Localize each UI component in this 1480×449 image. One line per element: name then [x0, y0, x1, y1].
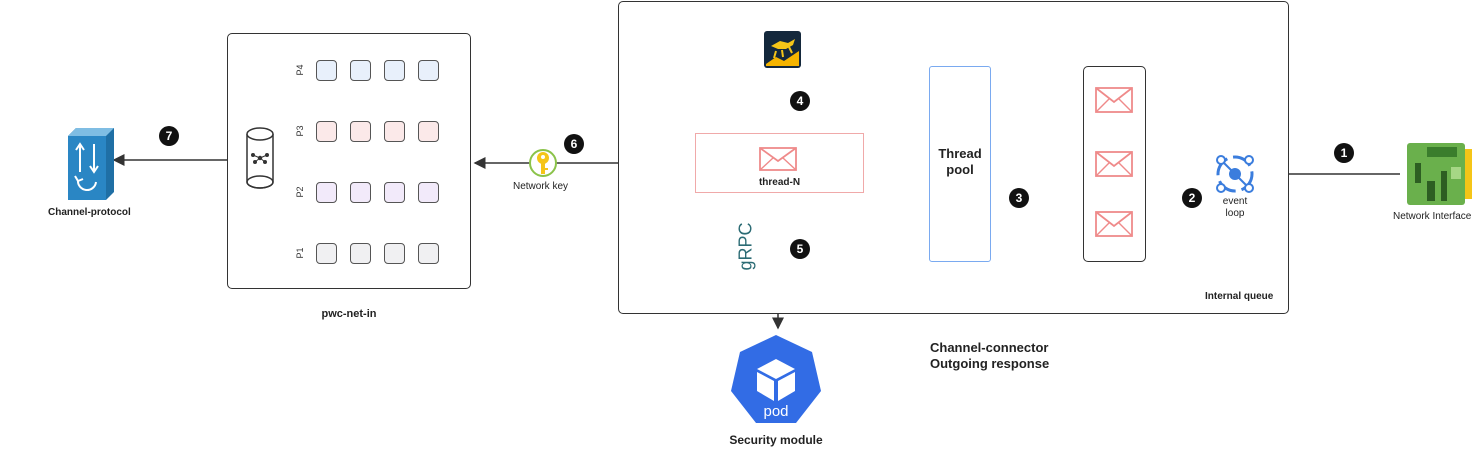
partition-cell	[418, 60, 439, 81]
step-badge: 2	[1182, 188, 1202, 208]
channel-connector-subtitle: Outgoing response	[930, 356, 1050, 371]
step-badge: 5	[790, 239, 810, 259]
partition-cell	[418, 243, 439, 264]
partition-cell	[316, 121, 337, 142]
key-icon	[529, 149, 557, 177]
step-badge: 6	[564, 134, 584, 154]
envelope-icon	[759, 147, 797, 171]
partition-cell	[350, 60, 371, 81]
grpc-label: gRPC	[735, 222, 756, 271]
partition-cell	[316, 243, 337, 264]
envelope-icon	[1095, 211, 1133, 237]
internal-queue-label: Internal queue	[1205, 291, 1274, 302]
partition-cell	[316, 182, 337, 203]
thread-n-label: thread-N	[758, 177, 801, 188]
envelope-icon	[1095, 151, 1133, 177]
network-key-label: Network key	[513, 181, 569, 192]
kubernetes-pod-icon	[731, 335, 821, 423]
thread-pool-box	[929, 66, 991, 262]
envelope-icon	[1095, 87, 1133, 113]
security-module-label: Security module	[729, 433, 823, 447]
partition-cell	[350, 182, 371, 203]
step-badge: 4	[790, 91, 810, 111]
step-badge: 7	[159, 126, 179, 146]
partition-cell	[384, 121, 405, 142]
app-logo-icon	[764, 31, 801, 68]
partition-cell	[350, 121, 371, 142]
thread-pool-label-line2: pool	[946, 162, 974, 177]
channel-connector-title: Channel-connector	[930, 340, 1049, 355]
step-badge: 1	[1334, 143, 1354, 163]
network-interface-label: Network Interface	[1393, 211, 1472, 222]
network-interface-card-icon	[1407, 143, 1472, 205]
pwc-net-in-label: pwc-net-in	[321, 308, 377, 320]
partition-cell	[316, 60, 337, 81]
partition-cell	[418, 182, 439, 203]
partition-label: P4	[295, 64, 305, 76]
thread-pool-label-line1: Thread	[938, 146, 982, 161]
partition-label: P3	[295, 125, 305, 137]
partition-cell	[418, 121, 439, 142]
partition-cell	[350, 243, 371, 264]
partition-cell	[384, 60, 405, 81]
event-loop-label-line2: loop	[1225, 208, 1245, 219]
partition-cell	[384, 243, 405, 264]
partition-label: P2	[295, 186, 305, 198]
kafka-topic-icon	[246, 127, 274, 189]
channel-protocol-icon	[68, 128, 114, 200]
channel-protocol-label: Channel-protocol	[48, 207, 131, 218]
partition-label: P1	[295, 247, 305, 259]
event-loop-icon	[1216, 155, 1254, 193]
pod-label: pod	[763, 403, 789, 420]
event-loop-label-line1: event	[1222, 196, 1248, 207]
partition-cell	[384, 182, 405, 203]
step-badge: 3	[1009, 188, 1029, 208]
